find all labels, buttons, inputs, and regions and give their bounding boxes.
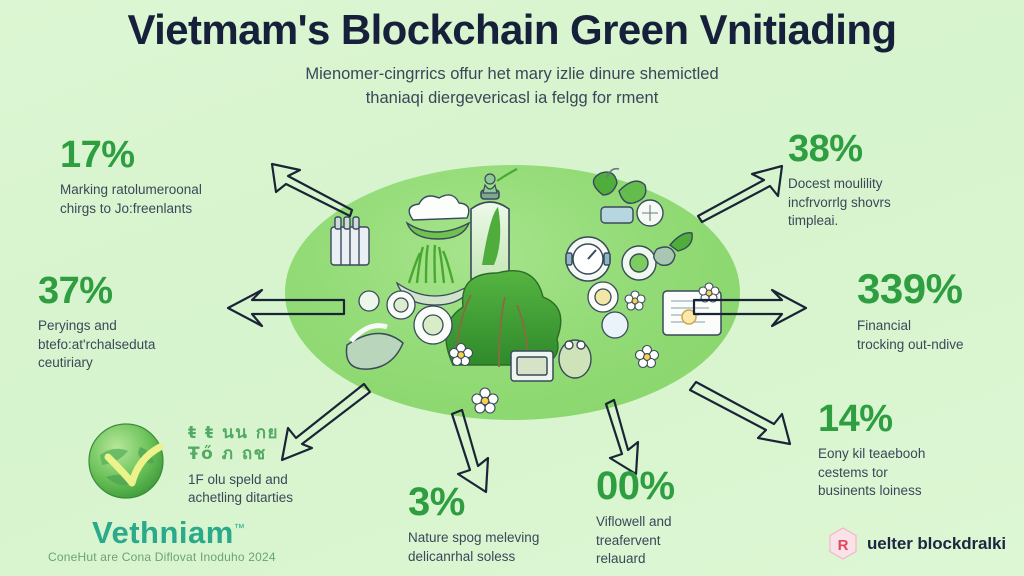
caption-line-2: delicanrhal soless <box>408 548 516 564</box>
stat-block-00: 00% Viflowell and treafervent relauard <box>596 466 771 569</box>
hex-r-logo-icon: R <box>829 527 857 560</box>
caption-line-1: Nature spog meleving <box>408 530 540 545</box>
sprout-stone-icon <box>621 232 693 281</box>
subtitle-line-1: Mienomer-cingrrics offur het mary izlie … <box>305 65 719 84</box>
globe-bubble-icon <box>636 199 664 227</box>
mini-stat-block: ŧ ŧ นน กย Ŧő ภ ถช 1F olu speld and achet… <box>188 423 378 508</box>
caption-line-1: Viflowell and <box>596 514 672 529</box>
brand-trademark: ™ <box>233 522 246 535</box>
stat-block-38: 38% Docest moulility incfrvorrlg shovrs … <box>788 130 1003 231</box>
stat-caption: Eony kil teaebooh cestems tor businents … <box>818 445 1013 501</box>
caption-line-2: cestems tor <box>818 464 888 480</box>
stat-caption: Financial trocking out-ndive <box>857 317 1024 354</box>
stat-caption: Peryings and btefo:at'rchalseduta ceutir… <box>38 317 253 373</box>
stat-block-37: 37% Peryings and btefo:at'rchalseduta ce… <box>38 272 253 373</box>
cloud-dome-icon <box>405 194 471 240</box>
stat-caption: Marking ratolumeroonal chirgs to Jo:free… <box>60 181 275 218</box>
caption-line-3: relauard <box>596 551 646 567</box>
folded-leaf-icon <box>345 323 404 370</box>
partner-badge: R uelter blockdralki <box>828 527 1006 560</box>
caption-line-2: btefo:at'rchalseduta <box>38 336 156 352</box>
bell-jar-leaf-icon <box>470 189 510 280</box>
stat-value: 37% <box>38 270 113 312</box>
badge-label: uelter blockdralki <box>867 533 1006 553</box>
brand-name-text: Vethniam <box>92 515 234 550</box>
caption-line-1: Financial <box>857 318 912 333</box>
gauge-dial-icon <box>565 236 611 282</box>
header: Vietmam's Blockchain Green Vnitiading Mi… <box>0 6 1024 111</box>
stat-block-17: 17% Marking ratolumeroonal chirgs to Jo:… <box>60 136 275 218</box>
stat-value: 00% <box>596 464 675 508</box>
eco-illustration-cluster <box>330 167 722 414</box>
figure-on-jar-icon <box>482 168 518 194</box>
stat-caption: Nature spog meleving delicanrhal soless <box>408 529 598 566</box>
frog-figure-icon <box>558 339 592 379</box>
stat-caption: Viflowell and treafervent relauard <box>596 513 771 569</box>
bush-foliage-icon <box>445 270 562 368</box>
mini-caption-line-2: achetling ditarties <box>188 490 294 506</box>
battery-cells-icon <box>330 216 370 266</box>
caption-line-1: Docest moulility <box>788 176 883 191</box>
caption-line-2: treafervent <box>596 532 661 548</box>
mini-stat-caption: 1F olu speld and achetling ditarties <box>188 471 378 508</box>
caption-line-1: Marking ratolumeroonal <box>60 182 202 197</box>
footer-note: ConeHut are Cona Diflovat Inoduho 2024 <box>48 550 276 564</box>
caption-line-1: Eony kil teaebooh <box>818 446 926 461</box>
stat-value: 17% <box>60 134 135 176</box>
stat-value: 339% <box>857 265 963 312</box>
potted-plant-icon <box>592 167 647 224</box>
caption-line-1: Peryings and <box>38 318 117 333</box>
caption-line-3: timpleai. <box>788 213 839 229</box>
caption-line-2: trocking out-ndive <box>857 336 964 352</box>
stat-value: 3% <box>408 480 465 524</box>
stat-block-14: 14% Eony kil teaebooh cestems tor busine… <box>818 400 1013 501</box>
page-title: Vietmam's Blockchain Green Vnitiading <box>127 6 898 53</box>
stat-block-3: 3% Nature spog meleving delicanrhal sole… <box>408 482 598 566</box>
mini-stat-glyph-line-1: ŧ ŧ นน กย <box>188 423 280 443</box>
mini-caption-line-1: 1F olu speld and <box>188 471 288 487</box>
caption-line-3: ceutiriary <box>38 355 93 371</box>
caption-line-2: incfrvorrlg shovrs <box>788 194 891 210</box>
framed-picture-icon <box>510 350 554 382</box>
caption-line-3: businents loiness <box>818 483 922 499</box>
subtitle-line-2: thaniaqi diergevericasl ia felgg for rme… <box>365 88 659 107</box>
caption-line-2: chirgs to Jo:freenlants <box>60 200 193 216</box>
page-subtitle: Mienomer-cingrrics offur het mary izlie … <box>192 63 832 111</box>
brand-name: Vethniam™ <box>92 515 245 551</box>
svg-text:R: R <box>838 537 849 554</box>
mini-stat-glyph-line-2: Ŧő ภ ถช <box>188 444 267 465</box>
pod-capsule-icon <box>358 281 629 345</box>
stat-caption: Docest moulility incfrvorrlg shovrs timp… <box>788 175 1003 231</box>
stat-value: 14% <box>818 398 893 440</box>
globe-checkmark-icon <box>88 423 164 499</box>
stat-block-339: 339% Financial trocking out-ndive <box>857 268 1024 354</box>
stat-value: 38% <box>788 128 863 170</box>
center-illustration-stage <box>285 165 740 420</box>
